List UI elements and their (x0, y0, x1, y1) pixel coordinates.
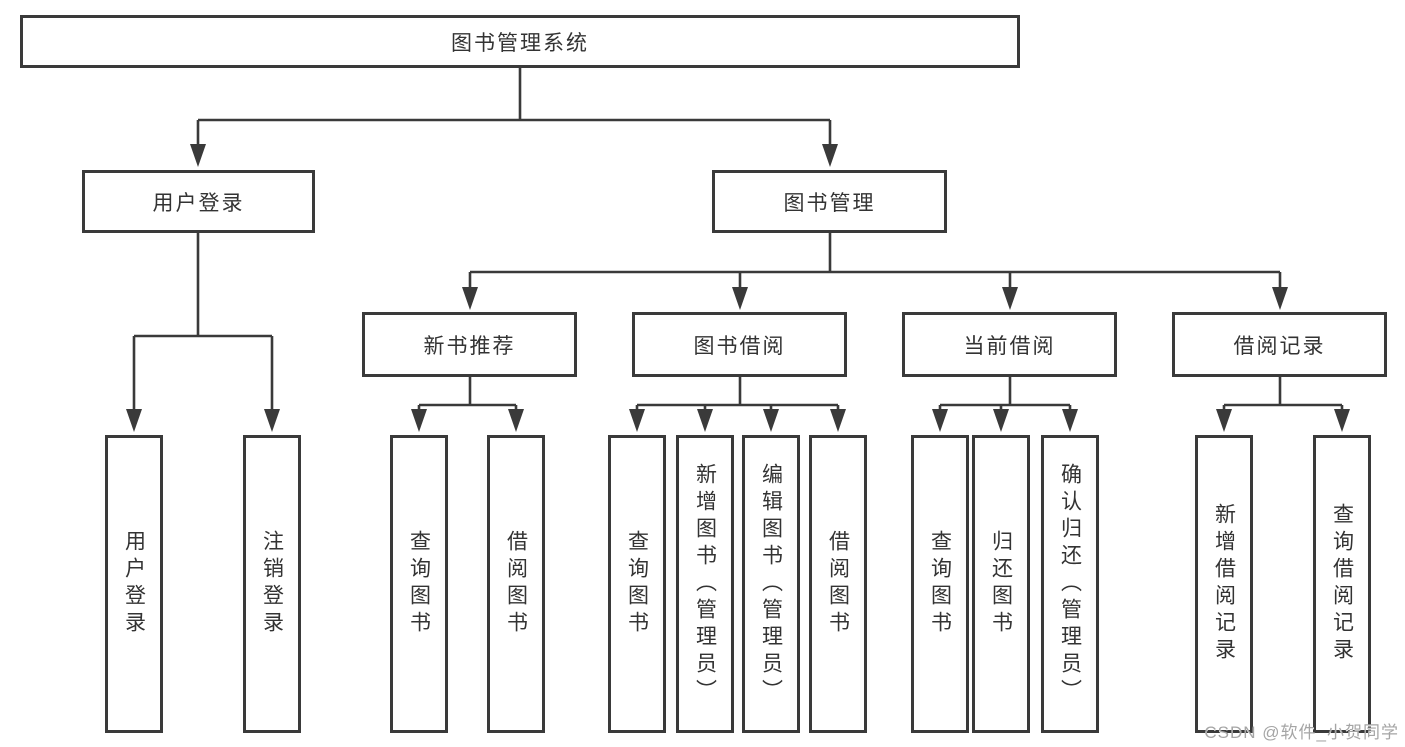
leaf-label: 确认归还（管理员） (1058, 462, 1082, 706)
node-borrow-records: 借阅记录 (1172, 312, 1387, 377)
leaf-label: 归还图书 (989, 530, 1013, 638)
leaf-label: 注销登录 (260, 530, 284, 638)
leaf-label: 查询图书 (928, 530, 952, 638)
leaf-borrow-query-books: 查询图书 (608, 435, 666, 733)
node-user-login: 用户登录 (82, 170, 315, 233)
leaf-label: 查询图书 (625, 530, 649, 638)
leaf-logout: 注销登录 (243, 435, 301, 733)
leaf-user-login: 用户登录 (105, 435, 163, 733)
node-book-borrow: 图书借阅 (632, 312, 847, 377)
node-label: 用户登录 (152, 191, 245, 215)
node-label: 借阅记录 (1233, 334, 1326, 358)
node-current-borrow: 当前借阅 (902, 312, 1117, 377)
leaf-recommend-query-books: 查询图书 (390, 435, 448, 733)
leaf-label: 查询借阅记录 (1330, 503, 1354, 665)
leaf-records-query-record: 查询借阅记录 (1313, 435, 1371, 733)
leaf-label: 新增借阅记录 (1212, 503, 1236, 665)
leaf-recommend-borrow-books: 借阅图书 (487, 435, 545, 733)
node-new-book-recommend: 新书推荐 (362, 312, 577, 377)
leaf-borrow-add-book-admin: 新增图书（管理员） (676, 435, 734, 733)
node-root: 图书管理系统 (20, 15, 1020, 68)
leaf-label: 借阅图书 (826, 530, 850, 638)
leaf-records-add-record: 新增借阅记录 (1195, 435, 1253, 733)
leaf-borrow-borrow-books: 借阅图书 (809, 435, 867, 733)
leaf-label: 用户登录 (122, 530, 146, 638)
node-book-management: 图书管理 (712, 170, 947, 233)
leaf-label: 查询图书 (407, 530, 431, 638)
node-label: 新书推荐 (423, 334, 516, 358)
node-label: 图书管理系统 (451, 31, 589, 55)
node-label: 图书管理 (783, 191, 876, 215)
node-label: 当前借阅 (963, 334, 1056, 358)
leaf-current-query-books: 查询图书 (911, 435, 969, 733)
csdn-watermark: CSDN @软件_小贺同学 (1204, 723, 1399, 742)
node-label: 图书借阅 (693, 334, 786, 358)
leaf-label: 编辑图书（管理员） (759, 462, 783, 706)
leaf-current-confirm-return-admin: 确认归还（管理员） (1041, 435, 1099, 733)
leaf-borrow-edit-book-admin: 编辑图书（管理员） (742, 435, 800, 733)
leaf-label: 新增图书（管理员） (693, 462, 717, 706)
leaf-label: 借阅图书 (504, 530, 528, 638)
leaf-current-return-books: 归还图书 (972, 435, 1030, 733)
